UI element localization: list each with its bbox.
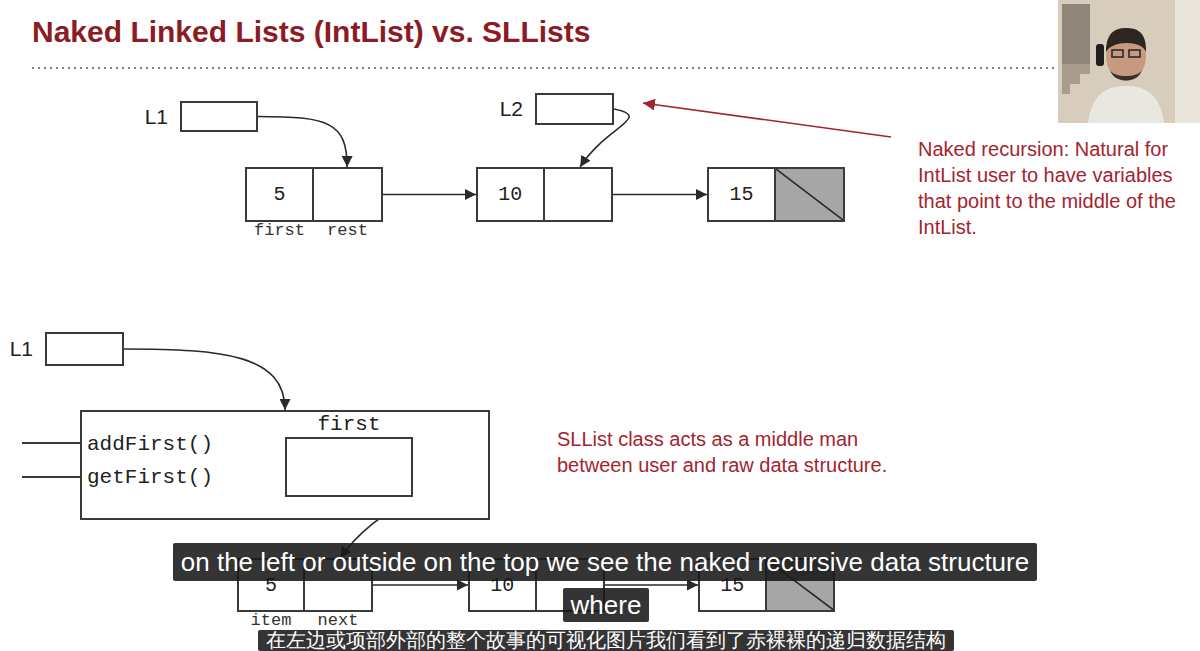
method-name: addFirst() [87, 433, 213, 457]
field-box: first [285, 437, 413, 497]
variable-name: L1 [145, 105, 168, 129]
webcam-shirt [1088, 86, 1164, 123]
null-slash [776, 169, 843, 220]
method-wire [22, 476, 80, 478]
webcam-wall [1058, 0, 1200, 123]
list-node: 15 [707, 167, 845, 222]
list-cell: 10 [478, 169, 545, 220]
pointer-arrow [124, 349, 285, 410]
variable-box: L1 [45, 332, 124, 366]
field-name: next [318, 612, 359, 629]
variable-name: L1 [10, 337, 33, 361]
list-node: 5firstrest [245, 167, 383, 222]
variable-box: L2 [535, 93, 614, 125]
node-value: 10 [498, 183, 522, 206]
subtitle-line: 在左边或项部外部的整个故事的可视化图片我们看到了赤裸裸的递归数据结构 [266, 629, 946, 651]
webcam-window [1175, 0, 1200, 123]
node-value: 15 [729, 183, 753, 206]
subtitle-line: where [571, 590, 642, 620]
subtitle-bar: 在左边或项部外部的整个故事的可视化图片我们看到了赤裸裸的递归数据结构 [258, 630, 954, 651]
pointer-arrow [258, 117, 347, 168]
webcam-glasses [1129, 50, 1140, 57]
pointer-arrow [605, 584, 698, 586]
webcam-doorway [1062, 4, 1090, 64]
dotted-rule [32, 67, 1056, 69]
pointer-arrow [373, 584, 468, 586]
field-name: item [251, 612, 292, 629]
variable-box: L1 [180, 101, 258, 132]
subtitle-bar: on the left or outside on the top we see… [173, 543, 1037, 581]
webcam-video [1058, 0, 1200, 123]
callout-note: Naked recursion: Natural for IntList use… [918, 136, 1193, 240]
webcam-hair [1106, 28, 1146, 52]
method-name: getFirst() [87, 466, 213, 490]
list-node: 10 [476, 167, 613, 222]
object-box: addFirst() getFirst() first [80, 410, 490, 520]
method-wire [22, 442, 80, 444]
list-cell: 5first [247, 169, 314, 220]
list-cell [776, 169, 843, 220]
subtitle-line: on the left or outside on the top we see… [181, 547, 1029, 577]
node-value: 5 [273, 183, 285, 206]
callout-note: SLList class acts as a middle man betwee… [557, 426, 917, 478]
slide-title: Naked Linked Lists (IntList) vs. SLLists [32, 15, 590, 49]
list-cell [545, 169, 612, 220]
null-slash-line [776, 169, 843, 220]
field-name: first [317, 413, 380, 437]
field-name: first [254, 222, 305, 239]
variable-name: L2 [500, 97, 523, 121]
list-cell: rest [314, 169, 381, 220]
webcam-stairs [1062, 64, 1090, 94]
webcam-beard [1110, 70, 1142, 81]
pointer-arrow [613, 194, 707, 196]
leader-arrow [643, 103, 891, 137]
webcam-glasses [1112, 50, 1123, 57]
list-cell: 15 [709, 169, 776, 220]
subtitle-bar: where [563, 588, 650, 622]
webcam-headset [1096, 44, 1104, 66]
pointer-arrow [383, 194, 476, 196]
field-name: rest [327, 222, 368, 239]
